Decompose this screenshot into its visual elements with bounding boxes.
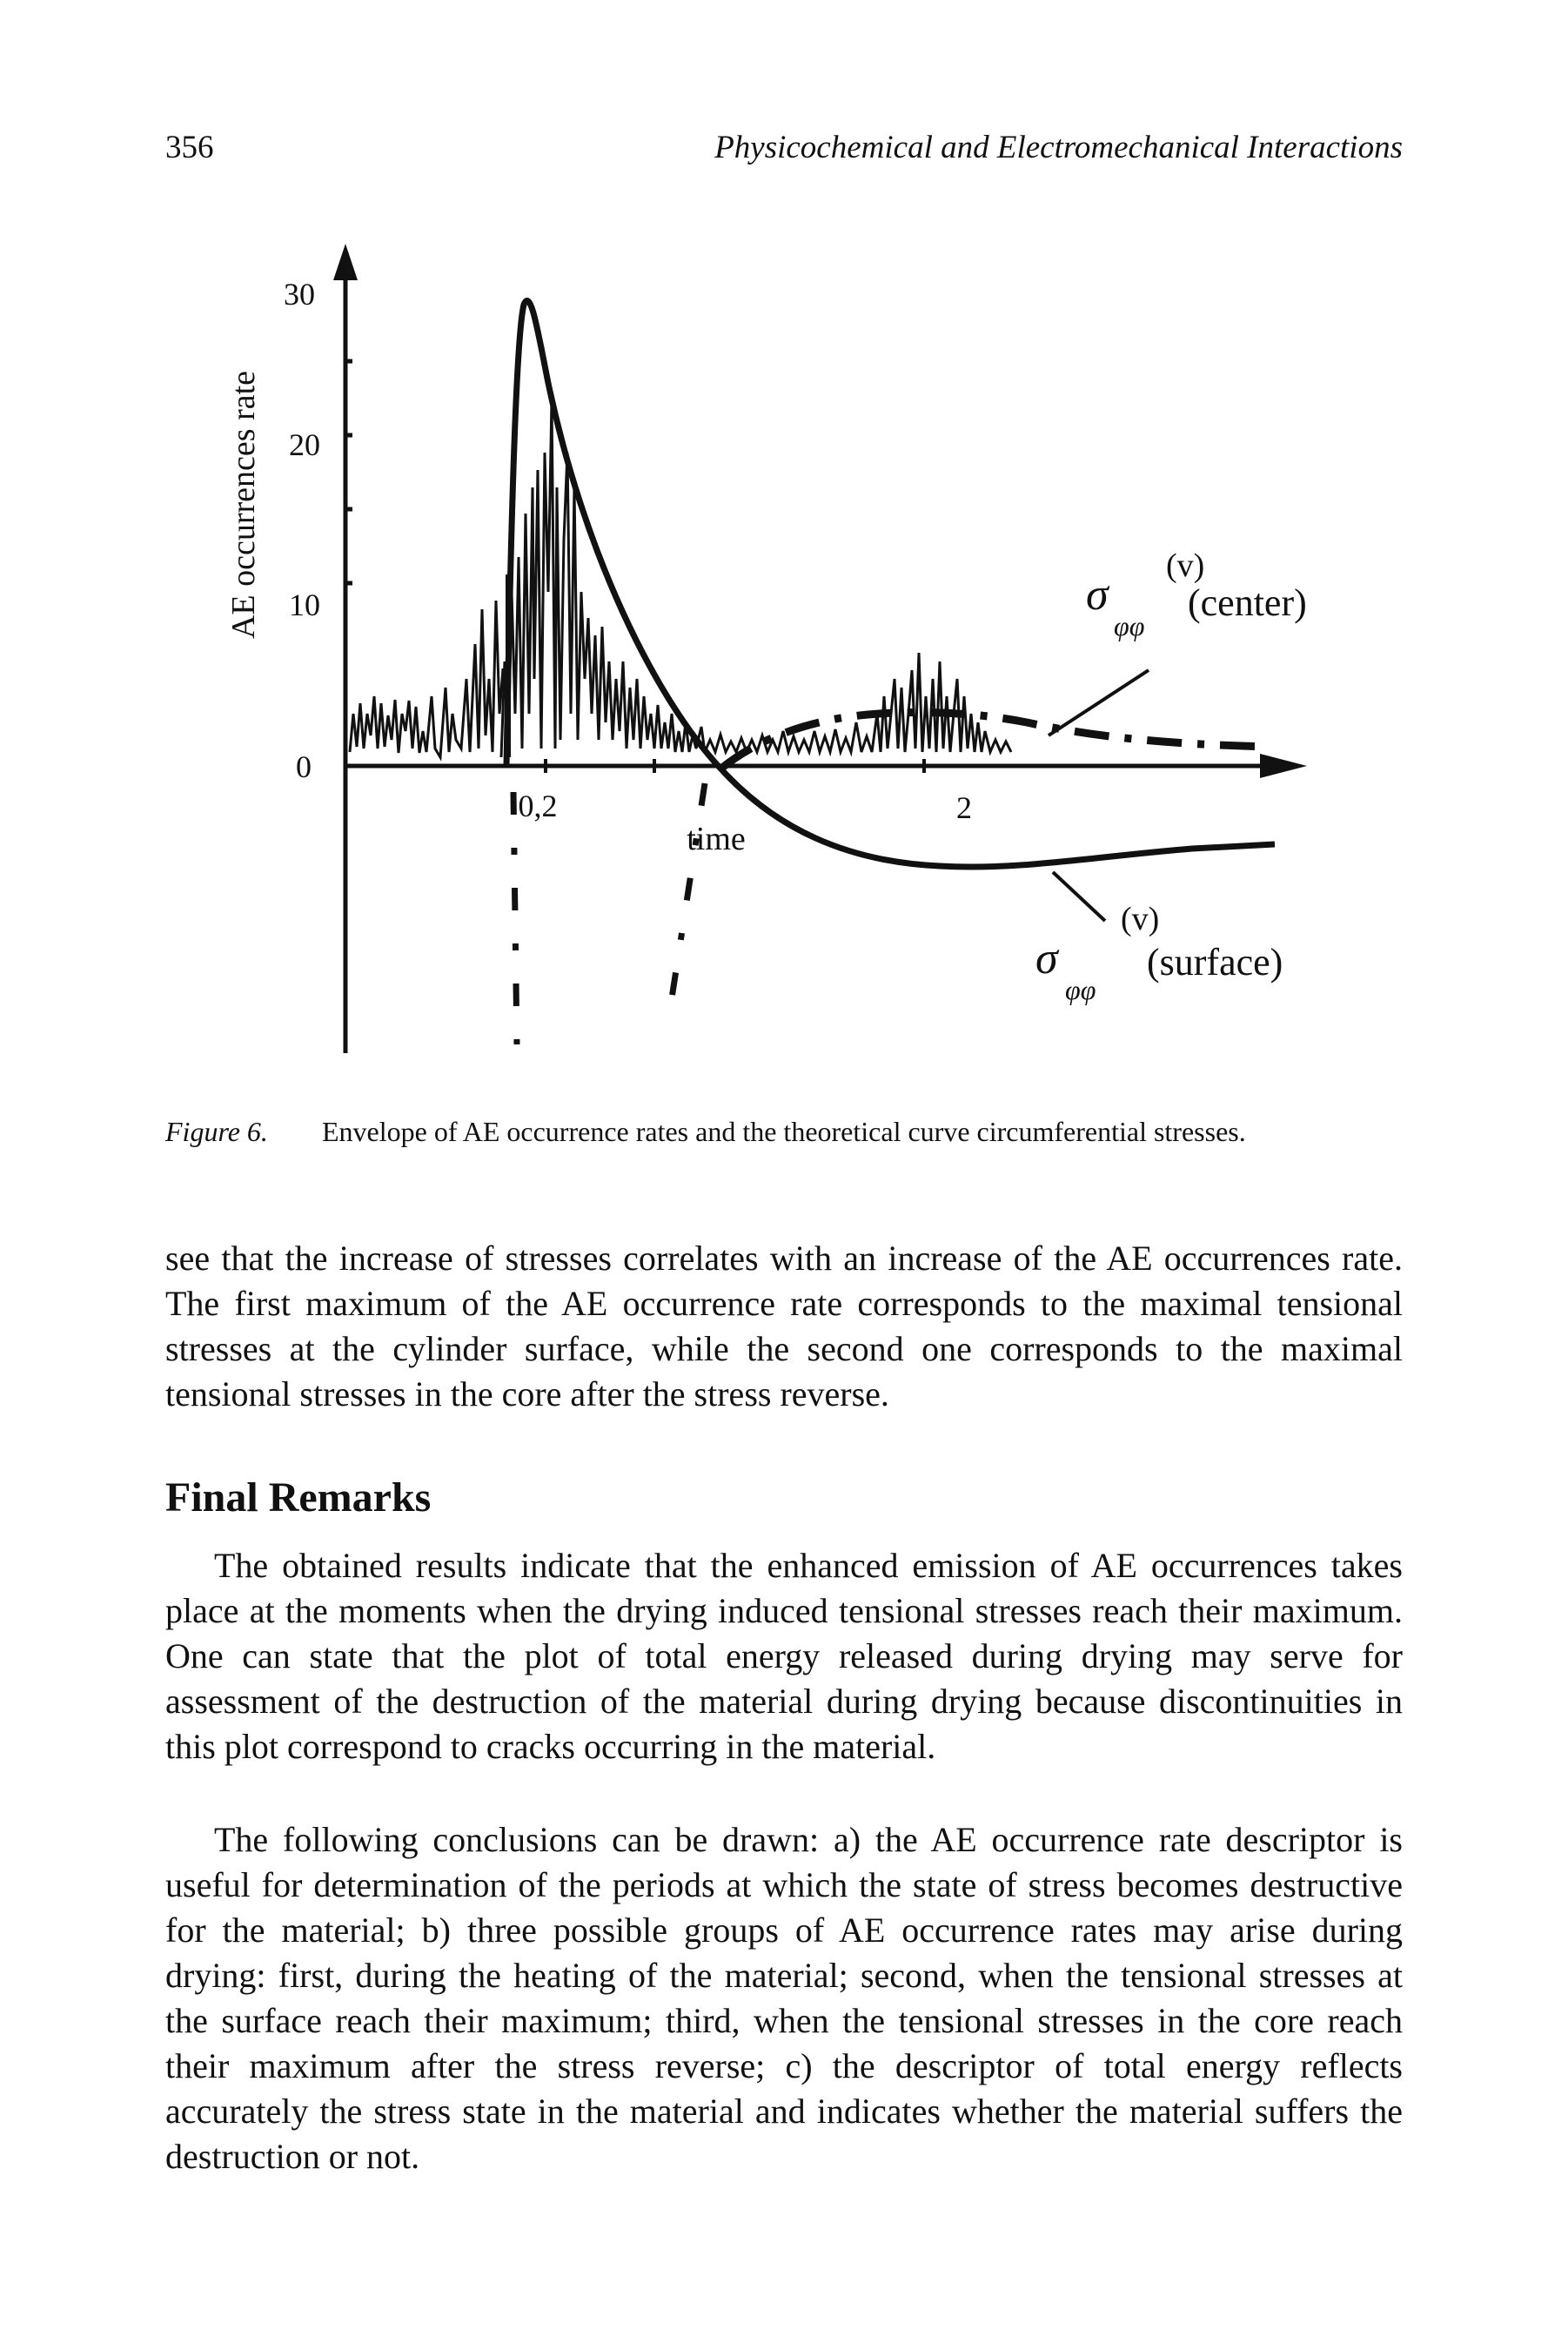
y-minor-ticks [345, 359, 352, 586]
paragraph-1: see that the increase of stresses correl… [165, 1239, 1403, 1413]
paragraph-2: The obtained results indicate that the e… [165, 1546, 1403, 1766]
ae-stress-chart: AE occurrences rate 30 20 10 0 0,2 2 tim… [225, 244, 1307, 1053]
x-minor-ticks [544, 759, 926, 773]
section-heading: Final Remarks [165, 1474, 432, 1521]
figure-caption: Figure 6. Envelope of AE occurrence rates… [165, 1116, 1403, 1148]
surface-label: (surface) [1147, 941, 1283, 984]
surface-stress-curve [503, 298, 1276, 870]
surface-leader-line [1051, 870, 1107, 923]
caption-text: Envelope of AE occurrence rates and the … [322, 1116, 1246, 1147]
y-axis-label: AE occurrences rate [225, 371, 262, 639]
center-stress-curve [720, 708, 1271, 771]
y-tick-0: 0 [296, 749, 312, 784]
figure-6: AE occurrences rate 30 20 10 0 0,2 2 tim… [165, 226, 1403, 1097]
x-axis-arrow [1260, 754, 1307, 778]
x-tick-2: 2 [956, 790, 972, 825]
y-tick-10: 10 [289, 588, 320, 622]
surface-sigma: σ [1035, 934, 1060, 984]
y-tick-30: 30 [284, 277, 315, 312]
center-annotation: σ φφ (v) (center) [1086, 547, 1307, 641]
surface-stress-negative-branch [510, 791, 520, 1045]
page-number: 356 [165, 130, 214, 165]
center-label: (center) [1188, 581, 1307, 624]
caption-label: Figure 6. [165, 1116, 268, 1147]
surface-sigma-superscript: (v) [1121, 901, 1159, 937]
paragraph-3: The following conclusions can be drawn: … [165, 1820, 1403, 2176]
y-tick-20: 20 [289, 427, 320, 462]
running-title: Physicochemical and Electromechanical In… [714, 130, 1403, 165]
x-tick-0-2: 0,2 [519, 789, 558, 823]
center-leader-line [1047, 668, 1150, 737]
ae-rate-series-4 [879, 652, 1013, 756]
center-sigma-subscript: φφ [1114, 610, 1144, 641]
surface-annotation: σ φφ (v) (surface) [1035, 901, 1283, 1005]
center-stress-negative-branch [667, 782, 708, 1010]
center-sigma-superscript: (v) [1166, 547, 1204, 584]
y-axis-arrow [333, 244, 358, 280]
ae-rate-series-1 [348, 600, 505, 762]
ae-rate-series-2 [499, 400, 707, 758]
page-header: 356 Physicochemical and Electromechanica… [165, 129, 1403, 181]
ae-rate-series-3 [703, 713, 882, 757]
surface-sigma-subscript: φφ [1065, 974, 1096, 1005]
center-sigma: σ [1086, 570, 1110, 620]
